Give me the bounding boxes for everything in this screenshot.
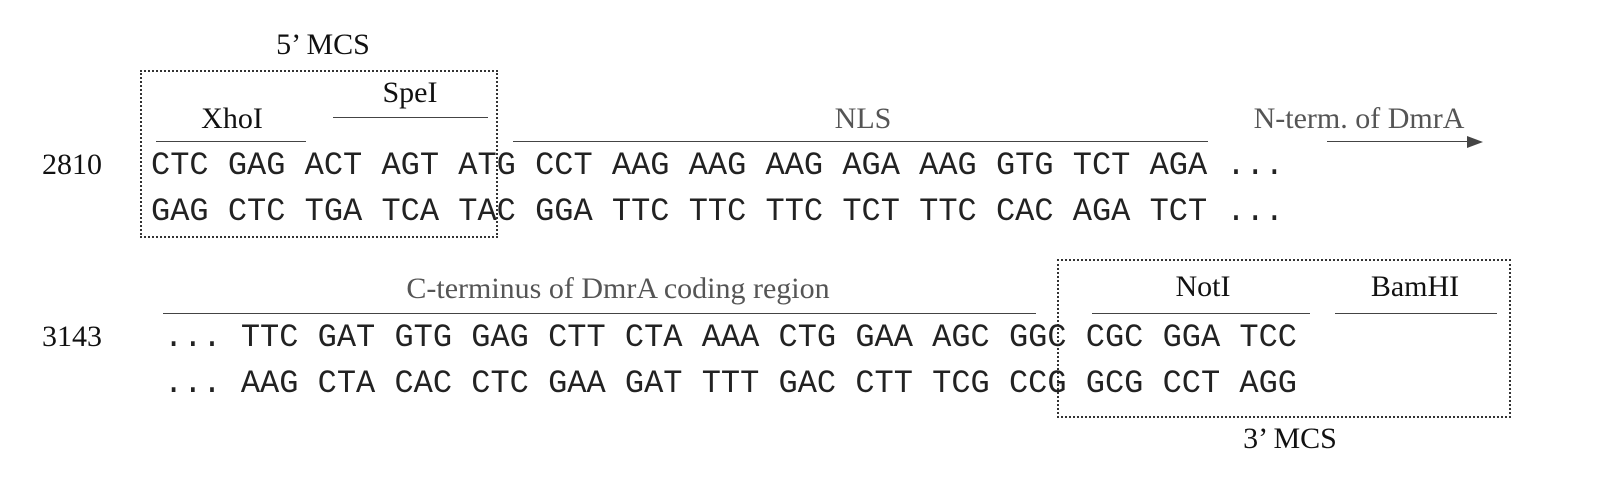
codon: GAG <box>471 319 529 356</box>
mcs-5-box <box>140 70 498 238</box>
codon: GGA <box>535 193 593 230</box>
codon: GTG <box>394 319 453 356</box>
codon: AAG <box>765 147 824 184</box>
codon: AGT <box>381 147 440 184</box>
codon: TTC <box>240 319 299 356</box>
codon: AAG <box>688 147 747 184</box>
label-xhoi: XhoI <box>201 102 263 135</box>
codon: GAA <box>548 365 606 402</box>
codon: ATG <box>458 147 516 184</box>
codon: CGC <box>1085 319 1144 356</box>
noti-line <box>1092 313 1310 314</box>
codon: TTC <box>765 193 824 230</box>
codon: TGA <box>304 193 363 230</box>
label-noti: NotI <box>1175 270 1231 303</box>
codon: CTC <box>227 193 286 230</box>
codon: GAG <box>151 193 209 230</box>
codon: CTT <box>855 365 913 402</box>
codon: TTC <box>919 193 977 230</box>
codon: CTA <box>624 319 683 356</box>
xhoi-line <box>156 141 306 142</box>
codon: GTG <box>995 147 1054 184</box>
codon: TAC <box>458 193 516 230</box>
codon: GGC <box>1008 319 1067 356</box>
codon: TCC <box>1239 319 1297 356</box>
bamhi-line <box>1335 313 1497 314</box>
codon: CTC <box>471 365 529 402</box>
codon: TCG <box>932 365 990 402</box>
label-n-term-dmra: N-term. of DmrA <box>1253 102 1465 135</box>
codon: ... <box>1226 147 1284 184</box>
label-c-terminus: C-terminus of DmrA coding region <box>406 272 830 305</box>
codon: AGA <box>842 147 900 184</box>
codon: AAG <box>240 365 299 402</box>
c-terminus-line <box>163 313 1036 314</box>
spei-line <box>333 117 488 118</box>
label-bamhi: BamHI <box>1370 270 1460 303</box>
codon: TTT <box>701 365 760 402</box>
codon: TTC <box>688 193 747 230</box>
codon: ... <box>164 319 222 356</box>
codon: TCA <box>381 193 440 230</box>
codon: GGA <box>1162 319 1221 356</box>
mcs-3-box <box>1057 259 1511 418</box>
codon: CTT <box>548 319 606 356</box>
codon: GCG <box>1085 365 1144 402</box>
codon: CTG <box>778 319 837 356</box>
codon: ACT <box>304 147 363 184</box>
codon: CCT <box>535 147 593 184</box>
label-nls: NLS <box>834 102 892 135</box>
label-3-mcs: 3’ MCS <box>1243 422 1337 455</box>
codon: GAA <box>855 319 913 356</box>
codon: AGA <box>1149 147 1208 184</box>
codon: AAA <box>701 319 760 356</box>
codon: TCT <box>1072 147 1131 184</box>
codon: AAG <box>611 147 670 184</box>
codon: CAC <box>394 365 453 402</box>
codon: AGG <box>1239 365 1297 402</box>
codon: TCT <box>1149 193 1208 230</box>
nls-line <box>513 141 1208 142</box>
n-term-arrowhead <box>1467 136 1483 148</box>
codon: CCT <box>1162 365 1221 402</box>
row-2-top-strand: ... TTC GAT GTG GAG CTT CTA AAA CTG GAA … <box>164 322 1297 354</box>
codon: CTC <box>151 147 209 184</box>
codon: GAC <box>778 365 837 402</box>
codon: AGA <box>1072 193 1131 230</box>
codon: GAT <box>317 319 376 356</box>
codon: GAG <box>227 147 286 184</box>
codon: ... <box>1226 193 1284 230</box>
row-1-top-strand: CTC GAG ACT AGT ATG CCT AAG AAG AAG AGA … <box>151 150 1284 182</box>
codon: TTC <box>611 193 670 230</box>
codon: CAC <box>995 193 1054 230</box>
n-term-arrow-line <box>1327 141 1469 142</box>
row-1-number: 2810 <box>42 148 102 181</box>
codon: ... <box>164 365 222 402</box>
row-1-bottom-strand: GAG CTC TGA TCA TAC GGA TTC TTC TTC TCT … <box>151 196 1284 228</box>
codon: CTA <box>317 365 376 402</box>
label-5-mcs: 5’ MCS <box>276 28 370 61</box>
codon: AGC <box>932 319 990 356</box>
codon: TCT <box>842 193 900 230</box>
row-2-number: 3143 <box>42 320 102 353</box>
codon: CCG <box>1008 365 1067 402</box>
codon: GAT <box>624 365 683 402</box>
label-spei: SpeI <box>382 76 438 109</box>
row-2-bottom-strand: ... AAG CTA CAC CTC GAA GAT TTT GAC CTT … <box>164 368 1297 400</box>
codon: AAG <box>919 147 977 184</box>
